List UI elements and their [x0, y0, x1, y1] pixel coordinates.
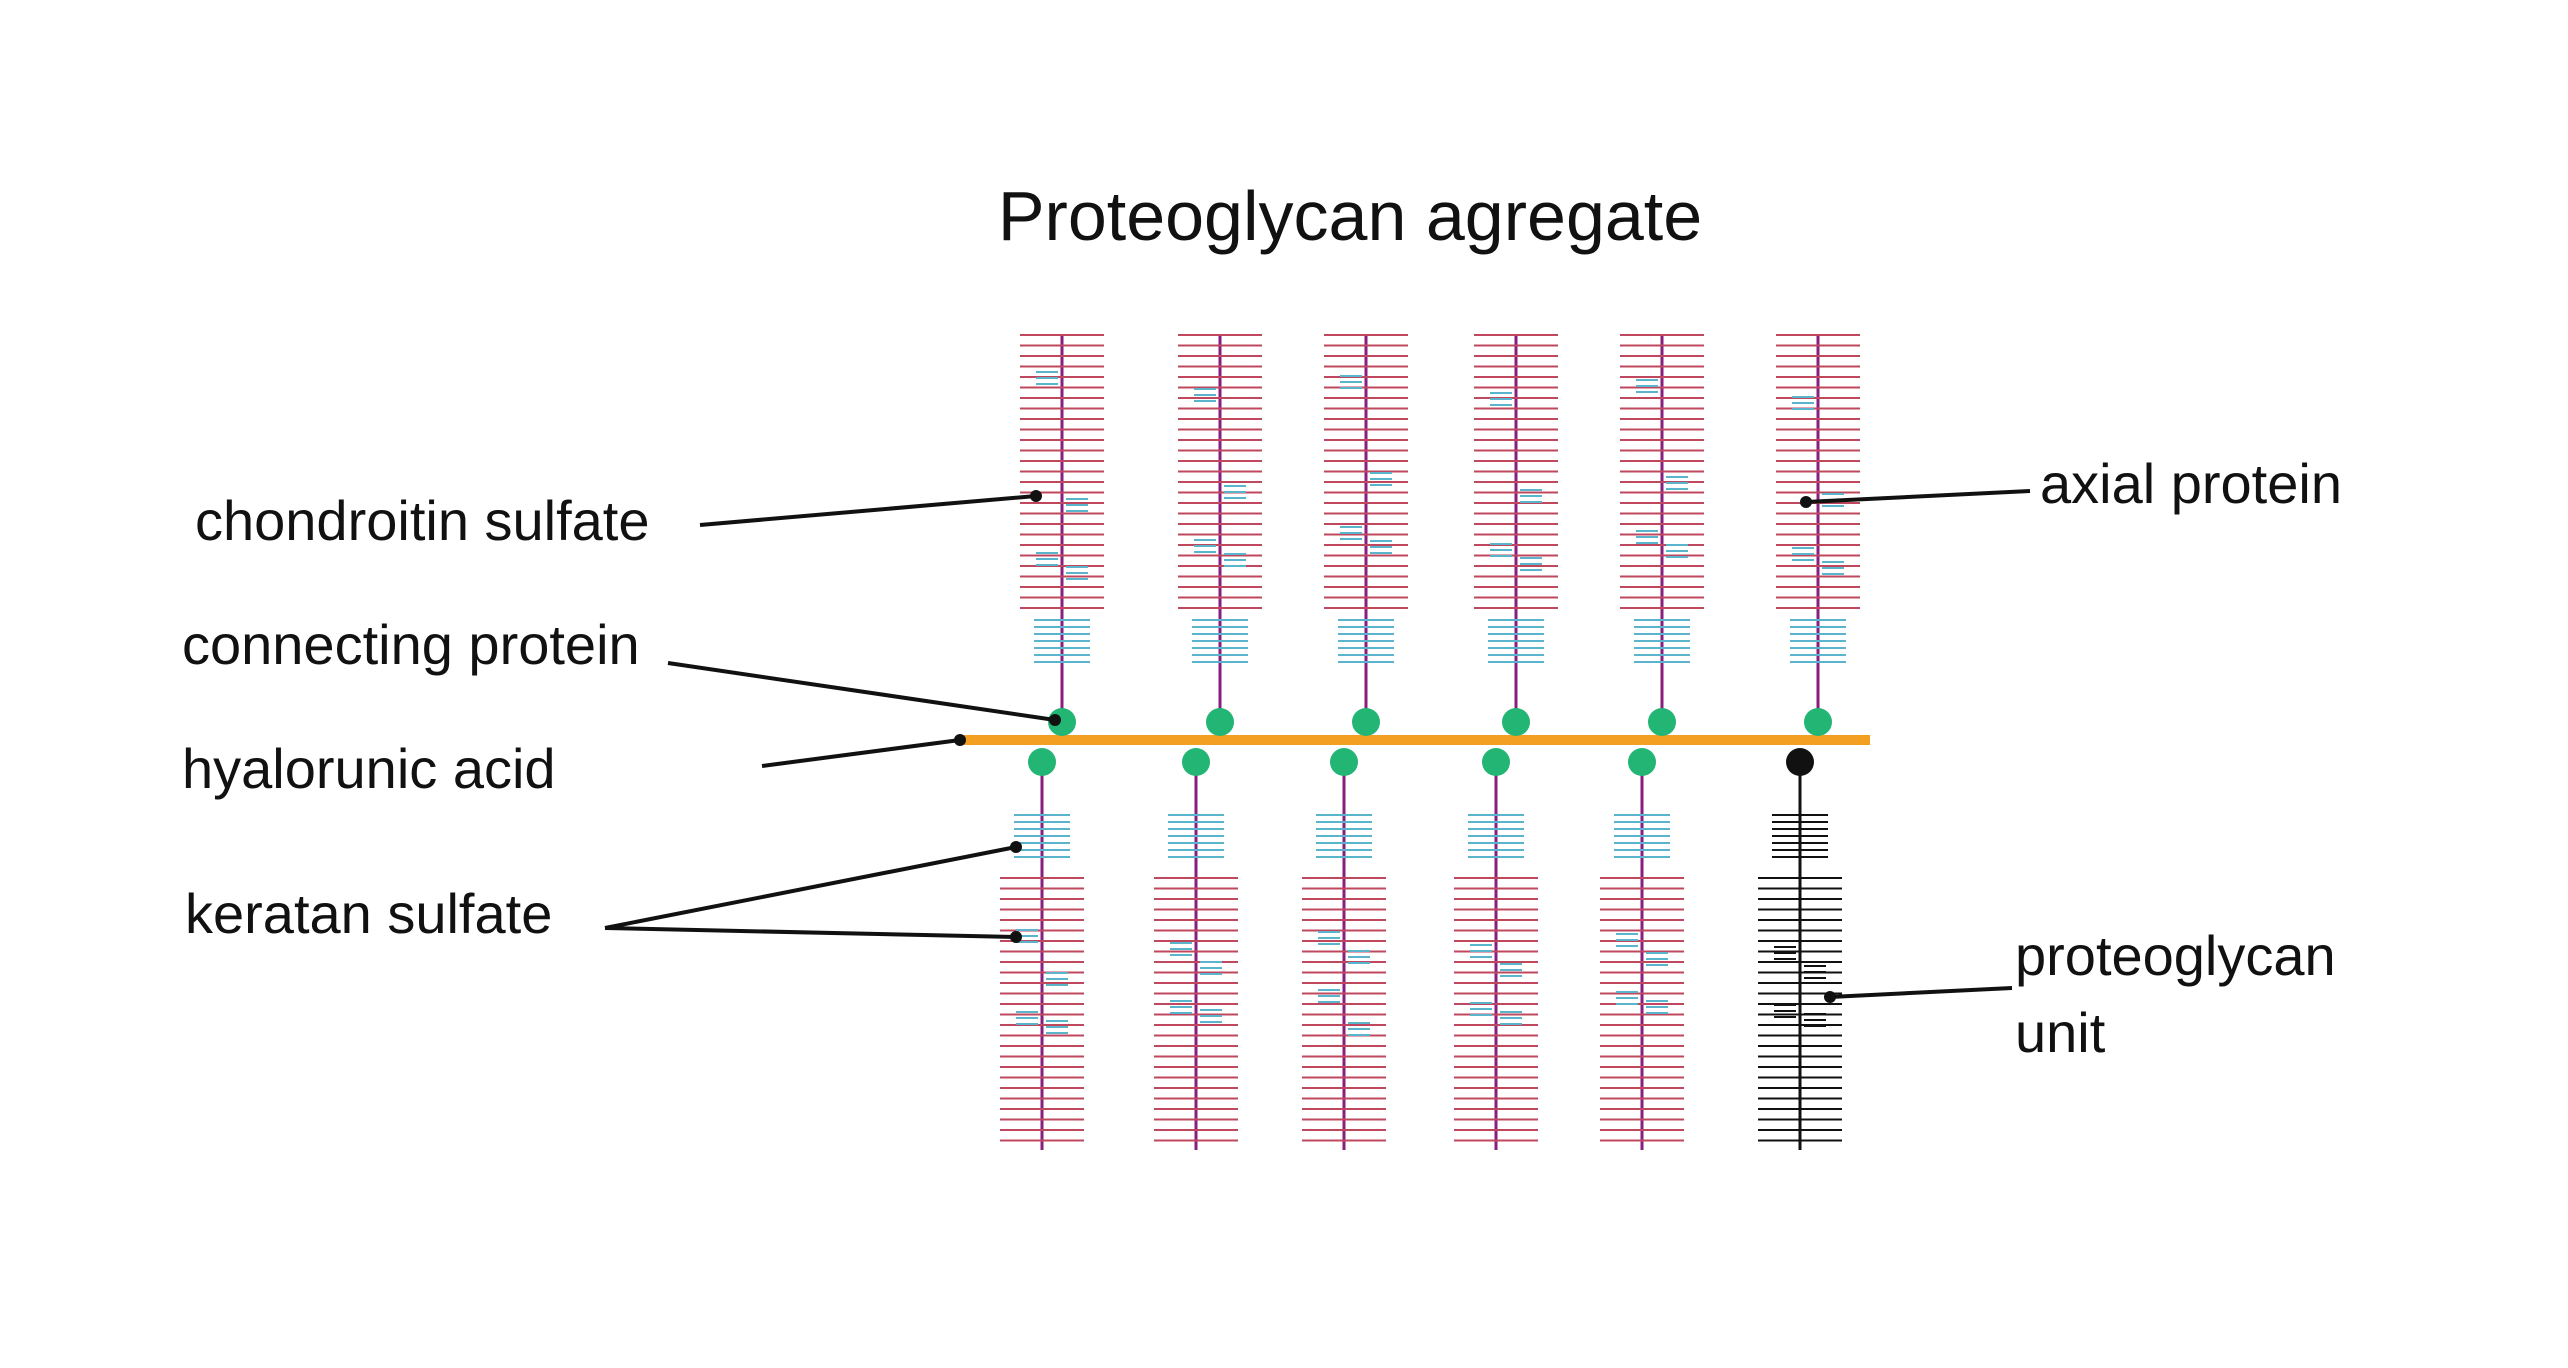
proteoglycan-unit-upper-6	[1776, 334, 1860, 728]
leader-dot-keratan-sulfate-b	[1010, 931, 1022, 943]
connecting-protein-node	[1648, 708, 1676, 736]
leader-dot-connecting-protein	[1049, 714, 1061, 726]
proteoglycan-unit-upper-3	[1324, 334, 1408, 728]
leader-proteoglycan-unit	[1829, 986, 2013, 999]
proteoglycan-unit-upper-1	[1020, 334, 1104, 728]
proteoglycan-unit-lower-3	[1302, 770, 1386, 1150]
leader-dot-chondroitin-sulfate	[1030, 490, 1042, 502]
connecting-protein-node	[1482, 748, 1510, 776]
proteoglycan-unit-lower-1	[1000, 770, 1084, 1150]
leader-chondroitin-sulfate	[699, 494, 1037, 527]
label-proteoglycan-unit-line2: unit	[2015, 1001, 2106, 1064]
connecting-protein-node	[1502, 708, 1530, 736]
leader-hyaluronic-acid	[761, 738, 961, 768]
label-connecting-protein: connecting protein	[182, 613, 640, 676]
proteoglycan-unit-lower-2	[1154, 770, 1238, 1150]
proteoglycan-unit-upper-5	[1620, 334, 1704, 728]
connecting-protein-node	[1028, 748, 1056, 776]
connecting-protein-node-highlighted	[1786, 748, 1814, 776]
leader-dot-proteoglycan-unit	[1824, 991, 1836, 1003]
connecting-protein-node	[1628, 748, 1656, 776]
leader-connecting-protein	[667, 661, 1056, 722]
leader-dot-axial-protein	[1800, 496, 1812, 508]
leader-keratan-sulfate-b	[604, 926, 1017, 939]
connecting-protein-node	[1182, 748, 1210, 776]
connecting-protein-node	[1206, 708, 1234, 736]
label-leaders	[604, 489, 2031, 1003]
proteoglycan-unit-lower-5	[1600, 770, 1684, 1150]
proteoglycan-unit-lower-4	[1454, 770, 1538, 1150]
proteoglycan-unit-highlighted	[1758, 770, 1842, 1150]
label-hyaluronic-acid: hyalorunic acid	[182, 737, 556, 800]
proteoglycan-unit-upper-4	[1474, 334, 1558, 728]
connecting-protein-node	[1352, 708, 1380, 736]
label-axial-protein: axial protein	[2040, 452, 2342, 515]
label-keratan-sulfate: keratan sulfate	[185, 882, 552, 945]
proteoglycan-units	[1000, 334, 1860, 1150]
leader-dot-keratan-sulfate-a	[1010, 841, 1022, 853]
proteoglycan-unit-upper-2	[1178, 334, 1262, 728]
diagram-title: Proteoglycan agregate	[998, 177, 1702, 255]
label-proteoglycan-unit-line1: proteoglycan	[2015, 924, 2336, 987]
connecting-protein-nodes	[1028, 708, 1832, 776]
leader-keratan-sulfate-a	[604, 845, 1017, 930]
leader-dot-hyaluronic-acid	[954, 734, 966, 746]
connecting-protein-node	[1330, 748, 1358, 776]
leader-axial-protein	[1805, 489, 2031, 504]
connecting-protein-node	[1804, 708, 1832, 736]
label-chondroitin-sulfate: chondroitin sulfate	[195, 489, 650, 552]
